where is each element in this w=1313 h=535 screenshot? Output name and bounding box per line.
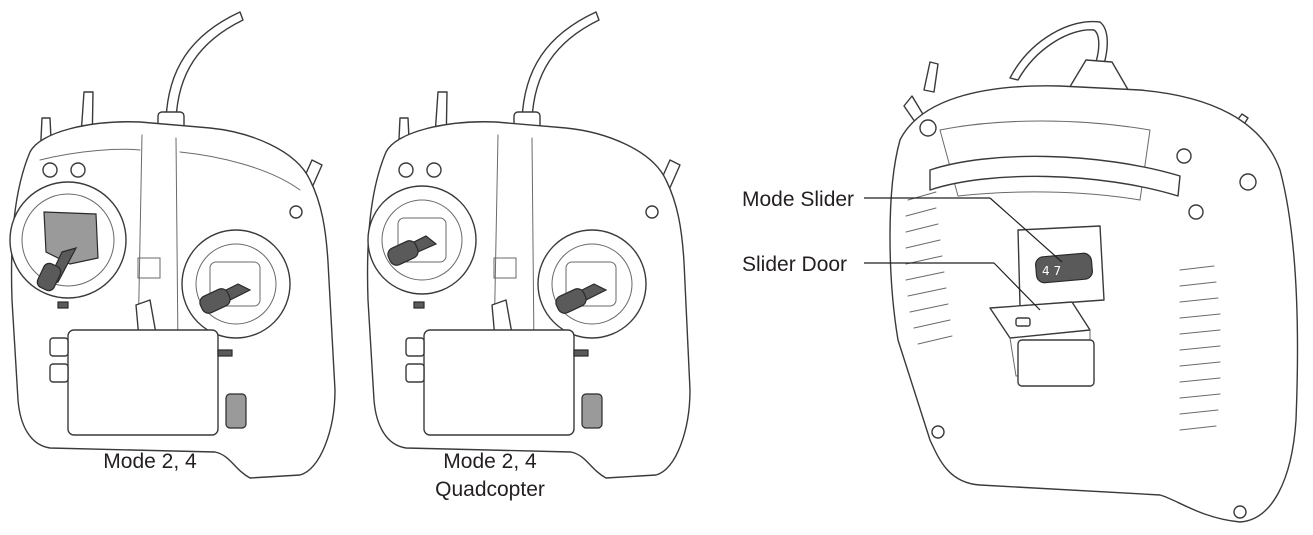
label-front-mid-line1: Mode 2, 4 xyxy=(443,450,537,473)
trim-bars xyxy=(137,257,161,279)
right-stick-grip xyxy=(555,288,587,314)
back-knob-1 xyxy=(919,119,937,137)
transmitter-front-mode-2-4 xyxy=(9,11,336,479)
transmitter-body xyxy=(889,85,1299,523)
side-button-2 xyxy=(49,363,69,383)
label-mode-slider: Mode Slider xyxy=(742,188,854,211)
right-gimbal-window xyxy=(209,261,261,307)
side-button-1 xyxy=(405,337,425,357)
antenna xyxy=(165,11,244,121)
label-front-mid-line2: Quadcopter xyxy=(435,478,545,501)
transmitter-back-view: 4 7 xyxy=(889,20,1299,523)
back-knob-4 xyxy=(1176,148,1192,164)
door-latch xyxy=(1015,317,1031,327)
small-switch-1 xyxy=(413,301,425,309)
side-button-1 xyxy=(49,337,69,357)
small-switch-2 xyxy=(573,349,589,357)
small-switch-2 xyxy=(217,349,233,357)
small-switch-1 xyxy=(57,301,69,309)
left-stick-grip xyxy=(387,240,419,266)
foot-1 xyxy=(931,425,945,439)
back-switch-1 xyxy=(923,61,939,93)
foot-2 xyxy=(1233,505,1247,519)
left-gimbal-inner xyxy=(381,199,463,281)
right-gimbal-ring xyxy=(537,229,647,339)
transmitter-front-mode-2-4-quadcopter xyxy=(366,11,691,479)
slider-door-leader-line-2 xyxy=(993,262,1041,311)
scroll-wheel xyxy=(225,393,247,429)
switch-knob-1 xyxy=(42,162,58,178)
label-slider-door: Slider Door xyxy=(742,253,847,276)
throttle-gimbal-plate xyxy=(43,211,99,265)
left-grip-ribs xyxy=(905,191,953,345)
left-stick-grip xyxy=(36,262,62,292)
screen xyxy=(423,329,575,436)
switch-knob-2 xyxy=(426,162,442,178)
right-gimbal-ring xyxy=(181,229,291,339)
left-gimbal-inner xyxy=(21,193,115,287)
switch-knob-3 xyxy=(645,205,659,219)
lower-compartment xyxy=(1017,339,1095,387)
right-gimbal-inner xyxy=(195,243,277,325)
left-gimbal-window xyxy=(397,217,447,263)
right-stick-grip xyxy=(199,288,231,314)
mode-slider xyxy=(1035,252,1093,284)
back-knob-2 xyxy=(1239,173,1257,191)
mode-slider-leader-line-2 xyxy=(989,197,1063,263)
switch-knob-1 xyxy=(398,162,414,178)
side-button-2 xyxy=(405,363,425,383)
scroll-wheel xyxy=(581,393,603,429)
back-knob-3 xyxy=(1188,204,1204,220)
trim-bars xyxy=(493,257,517,279)
handle-bar xyxy=(929,155,1181,197)
label-front-left: Mode 2, 4 xyxy=(103,450,197,473)
mode-slider-marking: 4 7 xyxy=(1042,264,1061,278)
face-panel xyxy=(39,148,301,191)
right-grip-ribs xyxy=(1179,265,1221,431)
right-gimbal-window xyxy=(565,261,617,307)
switch-knob-2 xyxy=(70,162,86,178)
handle-cavity xyxy=(939,120,1151,201)
screen xyxy=(67,329,219,436)
antenna xyxy=(521,11,600,121)
switch-knob-3 xyxy=(289,205,303,219)
right-gimbal-inner xyxy=(551,243,633,325)
